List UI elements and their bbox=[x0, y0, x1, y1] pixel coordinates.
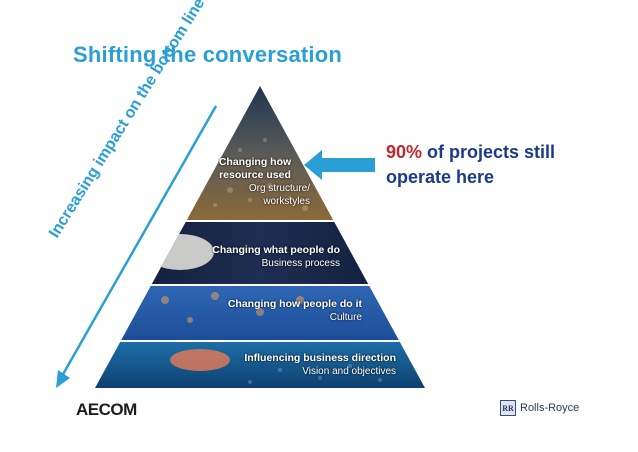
left-arrow-icon bbox=[304, 150, 375, 180]
rolls-royce-logo: RR Rolls-Royce bbox=[500, 400, 579, 416]
callout-text-b: operate here bbox=[386, 167, 494, 187]
tier-1-sub-line-2: workstyles bbox=[200, 195, 310, 208]
tier-1-label: Changing how resource used Org structure… bbox=[200, 156, 310, 208]
tier-4-label: Influencing business direction Vision an… bbox=[220, 352, 396, 378]
aecom-logo: AECOM bbox=[76, 400, 137, 420]
tier-1-head-line-1: Changing how bbox=[200, 156, 310, 169]
tier-2-head: Changing what people do bbox=[200, 244, 340, 257]
tier-4-sub: Vision and objectives bbox=[220, 365, 396, 378]
tier-1-sub-line-1: Org structure/ bbox=[200, 182, 310, 195]
tier-2-sub: Business process bbox=[200, 257, 340, 270]
tier-4-head: Influencing business direction bbox=[220, 352, 396, 365]
tier-2-label: Changing what people do Business process bbox=[200, 244, 340, 270]
callout-text-a: of projects still bbox=[422, 142, 555, 162]
rolls-royce-badge-icon: RR bbox=[500, 400, 516, 416]
tier-3-label: Changing how people do it Culture bbox=[220, 298, 362, 324]
callout: 90% of projects still operate here bbox=[386, 140, 576, 190]
tier-3-head: Changing how people do it bbox=[220, 298, 362, 311]
tier-1-head-line-2: resource used bbox=[200, 169, 310, 182]
callout-percent: 90% bbox=[386, 142, 422, 162]
rolls-royce-name: Rolls-Royce bbox=[520, 402, 579, 414]
tier-3-sub: Culture bbox=[220, 311, 362, 324]
